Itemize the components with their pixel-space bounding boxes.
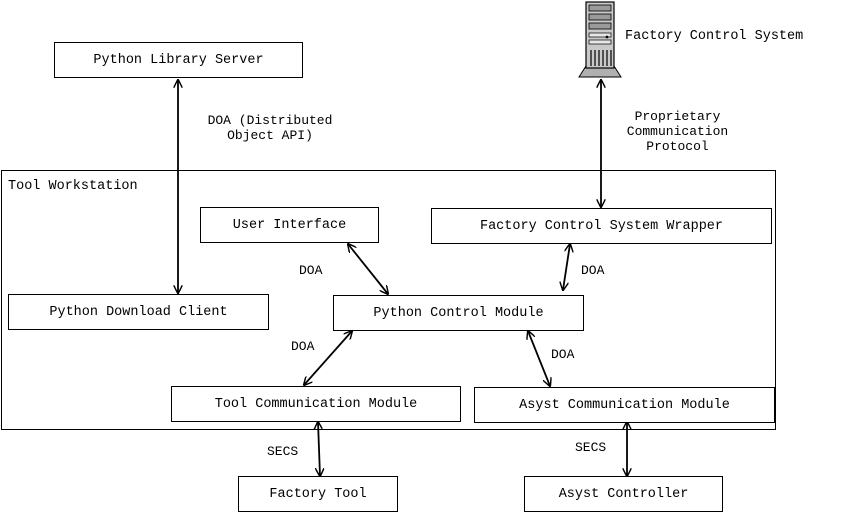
proprietary-protocol-label: Proprietary Communication Protocol xyxy=(600,109,755,154)
arrow-toolcomm-to-factorytool xyxy=(318,422,320,476)
factory-tool-box: Factory Tool xyxy=(238,476,398,512)
tool-workstation-title: Tool Workstation xyxy=(8,179,138,194)
doa-ui-label: DOA xyxy=(299,263,323,278)
arrow-control-to-asystcomm xyxy=(528,331,550,386)
factory-control-system-label: Factory Control System xyxy=(625,29,804,44)
proprietary-line1: Proprietary xyxy=(634,109,721,124)
arrow-wrapper-to-control xyxy=(563,244,570,290)
arrow-control-to-toolcomm xyxy=(304,331,352,385)
tool-communication-module-box: Tool Communication Module xyxy=(171,386,461,422)
python-library-server-box: Python Library Server xyxy=(54,42,303,78)
arrow-ui-to-control xyxy=(348,244,388,294)
doa-distributed-line1: DOA (Distributed xyxy=(207,113,333,128)
doa-tool-label: DOA xyxy=(291,339,315,354)
asyst-communication-module-box: Asyst Communication Module xyxy=(474,387,775,423)
python-control-module-box: Python Control Module xyxy=(333,295,584,331)
user-interface-box: User Interface xyxy=(200,207,379,243)
python-download-client-box: Python Download Client xyxy=(8,294,269,330)
doa-distributed-label: DOA (Distributed Object API) xyxy=(188,113,352,143)
proprietary-line2: Communication xyxy=(626,124,729,139)
tool-workstation-container xyxy=(1,170,776,430)
proprietary-line3: Protocol xyxy=(646,139,709,154)
secs-tool-label: SECS xyxy=(267,444,299,459)
doa-wrapper-label: DOA xyxy=(581,263,605,278)
server-tower-icon xyxy=(578,1,622,78)
secs-asyst-label: SECS xyxy=(575,440,607,455)
doa-asyst-label: DOA xyxy=(551,347,575,362)
doa-distributed-line2: Object API) xyxy=(227,128,313,143)
fcs-wrapper-box: Factory Control System Wrapper xyxy=(431,208,772,244)
asyst-controller-box: Asyst Controller xyxy=(524,476,723,512)
